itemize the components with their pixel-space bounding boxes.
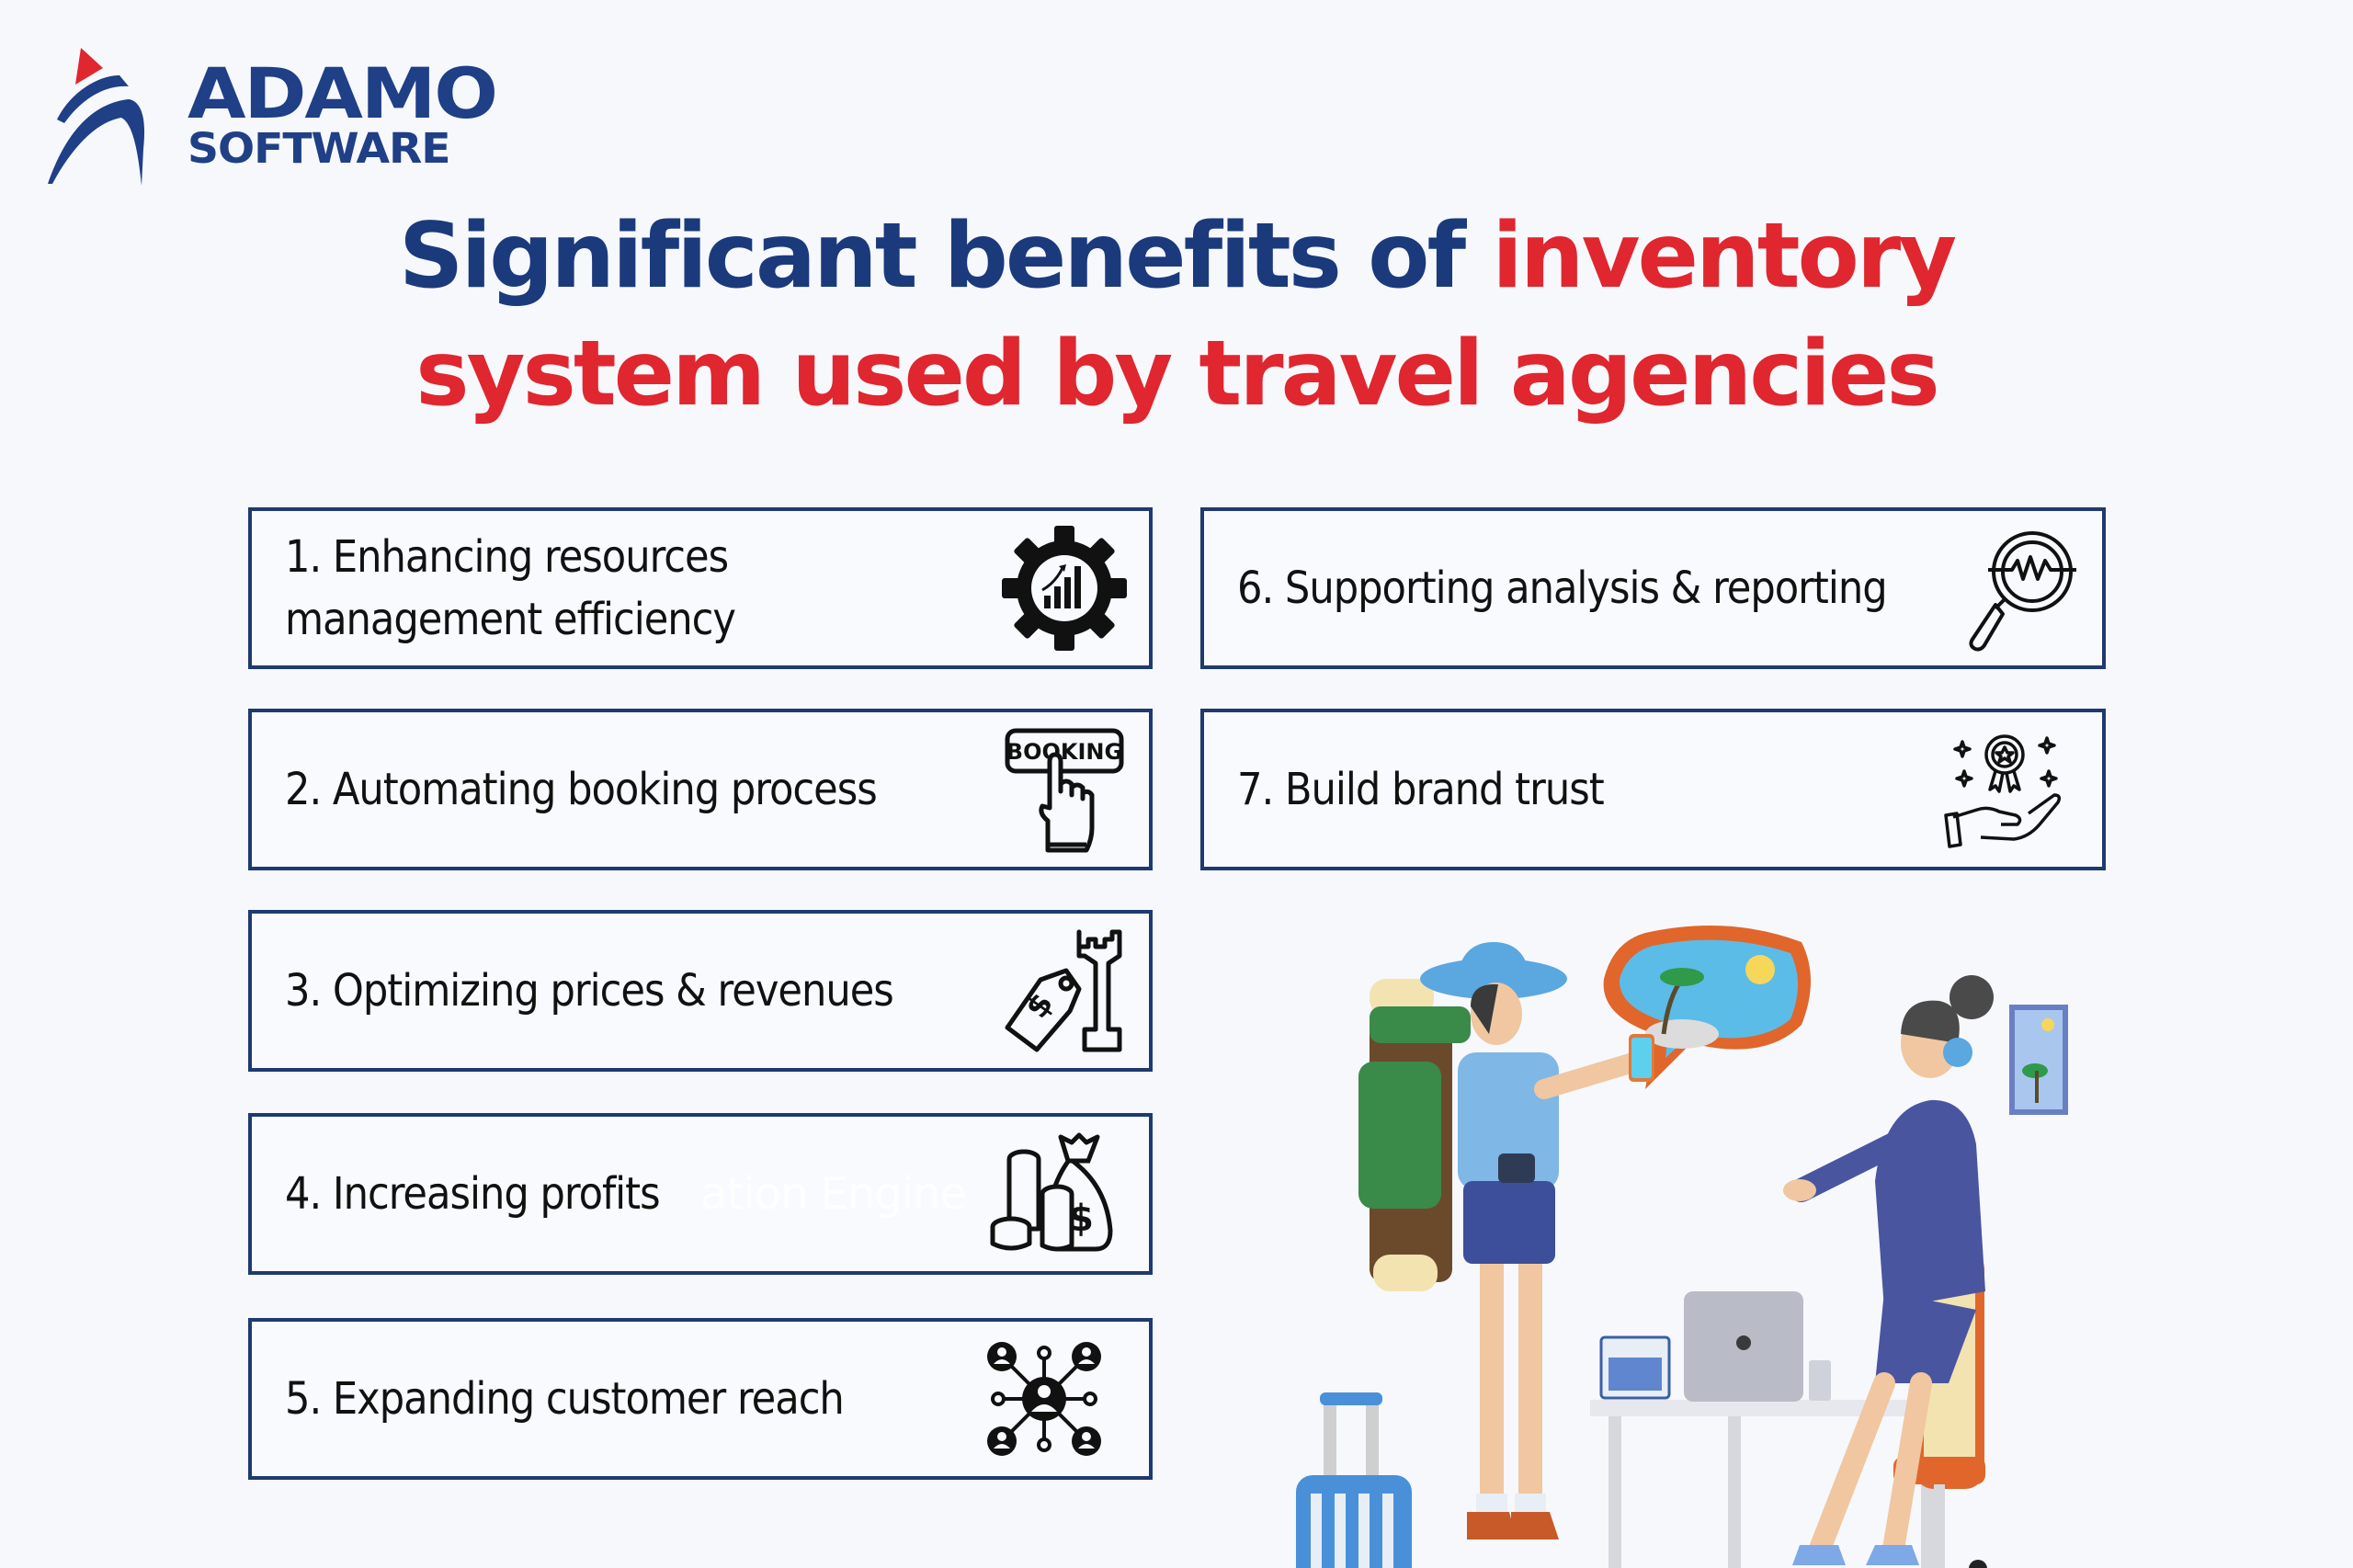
benefit-label: 1. Enhancing resources management effici… [285, 526, 736, 651]
svg-text:$: $ [1068, 1198, 1094, 1240]
svg-text:BOOKING: BOOKING [1006, 739, 1122, 765]
desk [1590, 1291, 1949, 1568]
magnifier-analytics-icon [1969, 531, 2076, 652]
benefit-label: 6. Supporting analysis & reporting [1237, 562, 1888, 614]
title-red-part: inventory [1492, 204, 1957, 309]
title-navy-part: Significant benefits of [398, 204, 1493, 309]
travel-agent-figure [1783, 975, 1994, 1565]
money-bag-coins-icon: $ [990, 1132, 1113, 1252]
svg-text:$: $ [1018, 986, 1061, 1025]
benefit-label-line-2: management efficiency [285, 594, 736, 645]
wall-picture [2009, 1005, 2068, 1115]
suitcase [1296, 1392, 1412, 1568]
benefit-card-6: 6. Supporting analysis & reporting [1200, 507, 2106, 669]
benefit-card-2: 2. Automating booking process BOOKING [248, 709, 1153, 870]
tourist-figure [1420, 942, 1654, 1540]
adamo-logo-icon [48, 48, 145, 186]
benefit-label-line-1: 1. Enhancing resources [285, 531, 729, 583]
benefit-card-3: 3. Optimizing prices & revenues $ [248, 910, 1153, 1072]
brand-name-adamo: ADAMO [188, 52, 498, 134]
brand-logo: ADAMO SOFTWARE [0, 0, 551, 202]
award-hand-icon [1944, 734, 2062, 848]
benefit-label: 2. Automating booking process [285, 764, 878, 815]
benefit-card-1: 1. Enhancing resources management effici… [248, 507, 1153, 669]
price-tag-chess-rook-icon: $ [1005, 929, 1122, 1052]
benefit-label: 5. Expanding customer reach [285, 1373, 845, 1425]
benefit-label: 3. Optimizing prices & revenues [285, 965, 894, 1017]
travel-agent-illustration [1296, 926, 2068, 1568]
benefit-card-4: 4. Increasing profits ation Engine $ [248, 1113, 1153, 1275]
title-line-1: Significant benefits of inventory [0, 204, 2353, 309]
brand-name-software: SOFTWARE [188, 124, 451, 173]
benefit-label: 7. Build brand trust [1237, 764, 1605, 815]
backpack [1358, 979, 1471, 1291]
speech-bubble-beach [1603, 926, 1811, 1089]
benefit-card-7: 7. Build brand trust [1200, 709, 2106, 870]
title-line-2: system used by travel agencies [415, 322, 1939, 426]
benefit-card-5: 5. Expanding customer reach [248, 1318, 1153, 1480]
customer-network-icon [987, 1342, 1101, 1456]
faint-watermark-text: ation Engine [700, 1168, 967, 1220]
booking-button-icon: BOOKING [1005, 728, 1124, 853]
benefit-label: 4. Increasing profits [285, 1168, 661, 1220]
gear-chart-icon [1002, 526, 1127, 651]
